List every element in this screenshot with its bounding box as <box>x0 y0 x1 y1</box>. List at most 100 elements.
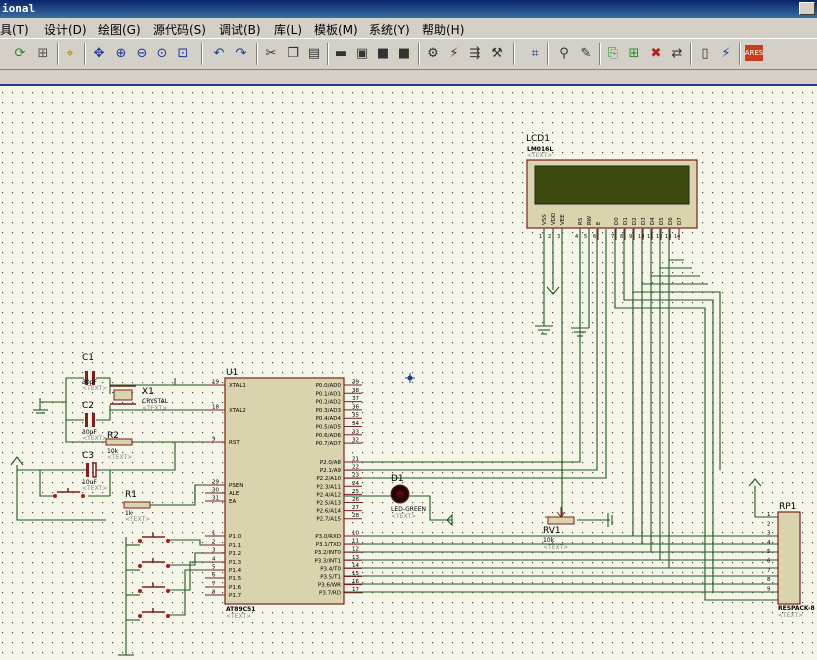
mcu-pin-name: P1.1 <box>229 543 241 549</box>
ares-icon[interactable]: ARES <box>745 45 763 61</box>
refresh-icon[interactable]: ⟳ <box>14 45 26 61</box>
zoom-area-icon[interactable]: ⊡ <box>177 45 189 61</box>
undo-icon[interactable]: ↶ <box>213 45 225 61</box>
d1-value: LED-GREEN <box>391 506 426 513</box>
menu-graph[interactable]: 绘图(G) <box>98 23 141 37</box>
toolbar-gap <box>0 70 817 84</box>
lcd-pin-name: D1 <box>623 217 629 225</box>
new-sheet-icon[interactable]: ⎘ <box>607 45 619 61</box>
mcu-pin-name: P2.0/A8 <box>320 460 342 466</box>
decompose-icon[interactable]: ⚒ <box>491 45 503 61</box>
goto-sheet-icon[interactable]: ✖ <box>650 45 662 61</box>
mcu-pin-name: P0.4/AD4 <box>316 416 342 422</box>
capacitor-c3[interactable]: C3 10uF <TEXT> <box>82 451 107 492</box>
c3-value: 10uF <box>82 479 97 486</box>
mcu-component[interactable]: U1 AT89C51 <TEXT> 19XTAL118XTAL29RST29PS… <box>205 368 362 620</box>
mcu-pin-name: P1.2 <box>229 551 241 557</box>
mcu-pin-number: 17 <box>352 587 359 593</box>
origin-icon[interactable]: ⌖ <box>66 45 74 61</box>
mcu-pin-number: 18 <box>212 405 219 411</box>
mcu-pin-number: 2 <box>212 540 216 546</box>
lcd-ref: LCD1 <box>526 134 550 144</box>
paste-icon[interactable]: ▤ <box>307 45 321 61</box>
mcu-pin-name: P2.6/A14 <box>316 509 341 515</box>
pick-device-icon[interactable]: ⚙ <box>427 45 439 61</box>
make-device-icon[interactable]: ⚡ <box>449 45 459 61</box>
mcu-pin-number: 32 <box>352 438 359 444</box>
capacitor-c1[interactable]: C1 30pF <TEXT> <box>82 353 107 392</box>
c1-ref: C1 <box>82 353 94 363</box>
toolbar-separator <box>513 43 515 65</box>
menu-tools[interactable]: 具(T) <box>0 23 29 37</box>
block-move-icon[interactable]: ▣ <box>355 45 369 61</box>
mcu-pin-name: P0.5/AD5 <box>316 425 342 431</box>
menu-help[interactable]: 帮助(H) <box>422 23 465 37</box>
potentiometer-rv1[interactable]: RV1 10k <TEXT> <box>543 507 575 551</box>
toolbar-separator <box>201 43 203 65</box>
remove-sheet-icon[interactable]: ⊞ <box>628 45 640 61</box>
lcd-pin-number: 10 <box>638 234 644 240</box>
lcd-pin-name: E <box>596 221 602 225</box>
key-buttons[interactable] <box>138 533 170 618</box>
lcd-pin-number: 8 <box>620 234 623 240</box>
mcu-pin-number: 7 <box>212 582 216 588</box>
mcu-pin-number: 25 <box>352 489 359 495</box>
cut-icon[interactable]: ✂ <box>265 45 277 61</box>
mcu-pin-name: P1.5 <box>229 576 242 582</box>
mcu-pin-number: 15 <box>352 571 359 577</box>
d1-ref: D1 <box>391 474 404 484</box>
resistor-r1[interactable]: R1 1k <TEXT> <box>123 490 151 523</box>
wire-autoroute-icon[interactable]: ⌗ <box>531 45 539 61</box>
led-d1[interactable]: D1 LED-GREEN <TEXT> <box>390 474 426 520</box>
block-rotate-icon[interactable]: ■ <box>376 45 390 61</box>
r1-ref: R1 <box>125 490 137 500</box>
menu-debug[interactable]: 调试(B) <box>219 23 261 37</box>
schematic-canvas[interactable]: LCD1 LM016L <TEXT> VSS1VDD2VEE3RS4RW5E6D… <box>0 86 817 660</box>
menu-template[interactable]: 模板(M) <box>314 23 358 37</box>
mcu-pin-number: 29 <box>212 480 219 486</box>
mcu-pin-name: EA <box>229 499 236 505</box>
lcd-pin-name: D6 <box>668 217 674 225</box>
pan-icon[interactable]: ✥ <box>93 45 105 61</box>
lcd-pin-name: D4 <box>650 217 656 225</box>
rp1-ref: RP1 <box>779 502 796 512</box>
netlist-icon[interactable]: ▯ <box>701 45 709 61</box>
property-assign-icon[interactable]: ✎ <box>580 45 592 61</box>
redo-icon[interactable]: ↷ <box>235 45 247 61</box>
packaging-icon[interactable]: ⇶ <box>469 45 481 61</box>
mcu-pin-name: ALE <box>229 491 240 497</box>
menu-system[interactable]: 系统(Y) <box>369 23 410 37</box>
mcu-pin-number: 36 <box>352 404 359 410</box>
mcu-pin-name: P3.2/INT0 <box>314 550 341 556</box>
mcu-pin-name: P3.6/WR <box>318 583 341 589</box>
menu-source[interactable]: 源代码(S) <box>153 23 206 37</box>
lcd-pin-name: D0 <box>614 217 620 225</box>
block-delete-icon[interactable]: ■ <box>397 45 411 61</box>
lcd-text: <TEXT> <box>527 152 552 159</box>
resistor-r2[interactable]: R2 10k <TEXT> <box>105 431 133 461</box>
lcd-component[interactable]: LCD1 LM016L <TEXT> VSS1VDD2VEE3RS4RW5E6D… <box>526 134 698 240</box>
crystal-x1[interactable]: X1 CRYSTAL <TEXT> <box>110 385 169 412</box>
block-copy-icon[interactable]: ▬ <box>334 45 348 61</box>
netlist-icon[interactable]: ⚡ <box>721 45 731 61</box>
bom-icon[interactable]: ⇄ <box>671 45 683 61</box>
lcd-pin-number: 2 <box>548 234 551 240</box>
toolbar-separator <box>84 43 86 65</box>
search-icon[interactable]: ⚲ <box>559 45 569 61</box>
menu-library[interactable]: 库(L) <box>274 23 303 37</box>
grid-icon[interactable]: ⊞ <box>37 45 49 61</box>
reset-button[interactable] <box>53 488 85 498</box>
mcu-pin-number: 11 <box>352 539 359 545</box>
mcu-pin-name: RST <box>229 440 240 446</box>
copy-icon[interactable]: ❐ <box>287 45 299 61</box>
zoom-out-icon[interactable]: ⊖ <box>136 45 148 61</box>
mcu-text: <TEXT> <box>226 613 251 620</box>
capacitor-c2[interactable]: C2 30pF <TEXT> <box>82 401 107 442</box>
lcd-pin-name: D7 <box>677 217 683 225</box>
zoom-all-icon[interactable]: ⊙ <box>156 45 168 61</box>
zoom-in-icon[interactable]: ⊕ <box>115 45 127 61</box>
menu-design[interactable]: 设计(D) <box>44 23 87 37</box>
mcu-pin-name: P1.7 <box>229 593 242 599</box>
window-control-button[interactable] <box>799 2 815 15</box>
